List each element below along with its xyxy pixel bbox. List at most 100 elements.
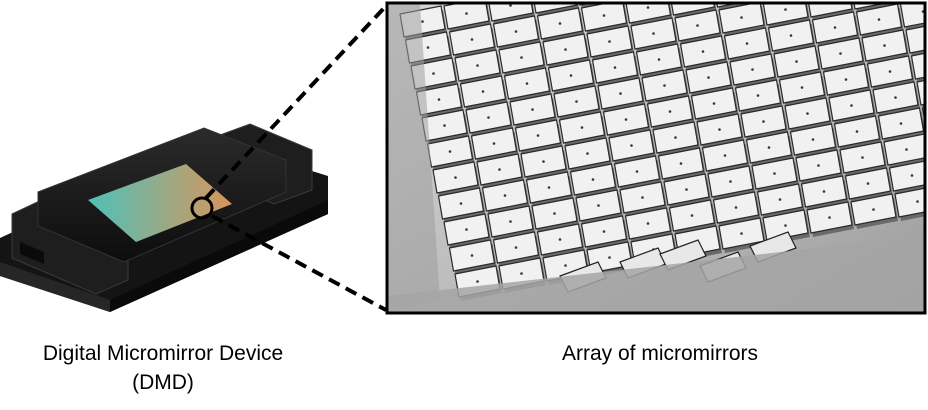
mirror-via-dot (514, 246, 518, 249)
mirror-via-dot (784, 224, 787, 227)
mirror-via-dot (701, 50, 705, 53)
micromirror (894, 187, 924, 218)
mirror-via-dot (767, 146, 771, 149)
mirror-via-dot (652, 32, 655, 35)
mirror-via-dot (839, 52, 842, 55)
array-caption-text: Array of micromirrors (561, 342, 758, 365)
mirror-via-dot (784, 8, 787, 11)
mirror-via-dot (465, 228, 468, 231)
mirror-via-dot (487, 116, 490, 119)
micromirror (888, 160, 924, 192)
micromirror (625, 4, 672, 24)
mirror-via-dot (558, 22, 562, 25)
mirror-via-dot (569, 74, 573, 77)
mirror-via-dot (426, 46, 430, 49)
mirror-via-dot (828, 216, 831, 219)
mirror-via-dot (723, 154, 727, 157)
mirror-via-dot (520, 272, 523, 275)
mirror-via-dot (877, 18, 881, 21)
mirror-via-dot (476, 64, 479, 67)
micromirror (853, 4, 884, 10)
mirror-via-dot (861, 156, 864, 159)
mirror-via-dot (789, 34, 793, 37)
dmd-caption: Digital Micromirror Device (DMD) (0, 339, 326, 397)
dmd-caption-line2: (DMD) (132, 371, 194, 394)
mirror-via-dot (580, 126, 584, 129)
mirror-via-dot (888, 70, 892, 73)
mirror-via-dot (509, 4, 512, 7)
mirror-via-dot (443, 124, 446, 127)
mirror-via-dot (432, 72, 435, 75)
micromirror (905, 25, 924, 54)
mirror-via-dot (899, 122, 903, 125)
mirror-via-dot (630, 144, 633, 147)
mirror-via-dot (465, 12, 468, 15)
dmd-notch (20, 242, 44, 264)
mirror-via-dot (685, 188, 688, 191)
mirror-via-dot (481, 90, 485, 93)
mirror-via-dot (498, 168, 501, 171)
mirror-via-dot (762, 120, 765, 123)
mirror-via-dot (817, 164, 820, 167)
mirror-via-dot (608, 40, 611, 43)
mirror-via-dot (558, 238, 562, 241)
mirror-via-dot (564, 264, 567, 267)
mirror-via-dot (553, 212, 556, 215)
mirror-via-dot (916, 200, 919, 203)
mirror-via-dot (811, 138, 815, 141)
tilted-micromirror (659, 239, 707, 271)
micromirror (883, 133, 924, 166)
micromirror (808, 4, 853, 18)
mirror-via-dot (602, 14, 606, 17)
mirror-via-dot (646, 6, 650, 9)
mirror-via-dot (641, 196, 644, 199)
mirror-via-dot (542, 160, 545, 163)
zoom-leader-lines (204, 4, 388, 312)
mirror-via-dot (602, 230, 606, 233)
micromirror (895, 0, 928, 1)
mirror-via-dot (778, 198, 782, 201)
mirror-via-dot (421, 20, 424, 23)
mirror-via-dot (619, 92, 622, 95)
mirror-via-dot (536, 134, 540, 137)
substrate-shading (388, 236, 924, 312)
micromirror (762, 4, 809, 26)
micromirror (670, 4, 716, 16)
mirror-via-dot (586, 152, 589, 155)
mirror-via-dot (547, 186, 551, 189)
mirror-via-dot (795, 60, 798, 63)
micromirror (910, 52, 924, 80)
dmd-base-side (0, 262, 110, 312)
array-caption: Array of micromirrors (470, 339, 850, 368)
mirror-via-dot (624, 118, 628, 121)
mirror-via-dot (866, 182, 870, 185)
mirror-shadow (622, 0, 667, 1)
mirror-via-dot (905, 148, 908, 151)
mirror-via-dot (740, 16, 743, 19)
micromirror (916, 80, 924, 106)
mirror-via-dot (646, 222, 650, 225)
mirror-via-dot (613, 66, 617, 69)
mirror-via-dot (597, 204, 600, 207)
mirror-via-dot (531, 108, 534, 111)
mirror-via-dot (459, 202, 463, 205)
mirror-via-dot (691, 0, 694, 1)
mirror-via-dot (712, 102, 716, 105)
mirror-via-dot (663, 84, 666, 87)
mirror-via-dot (734, 206, 738, 209)
mirror-via-dot (509, 220, 512, 223)
mirror-via-dot (437, 98, 441, 101)
mirror-via-dot (872, 208, 875, 211)
mirror-via-dot (564, 48, 567, 51)
mirror-via-dot (454, 176, 457, 179)
micromirror (443, 4, 490, 30)
dmd-mirror-window (88, 164, 232, 242)
mirror-via-dot (575, 100, 578, 103)
mirror-via-dot (679, 162, 683, 165)
mirror-via-dot (470, 38, 474, 41)
mirror-via-dot (492, 142, 496, 145)
zoom-circle-marker (190, 196, 214, 220)
mirror-via-dot (520, 56, 523, 59)
mirror-via-dot (470, 254, 474, 257)
mirror-via-dot (855, 130, 859, 133)
